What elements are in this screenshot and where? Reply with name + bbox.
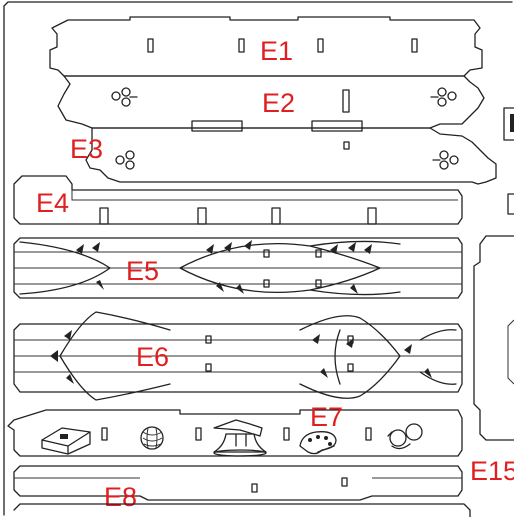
part-e1-slot: [238, 38, 245, 53]
part-e5-guide-line: [14, 251, 462, 285]
part-e3-label: E3: [70, 134, 103, 164]
crate-icon: [41, 427, 91, 455]
part-e3: E3: [70, 127, 497, 185]
part-e7-label: E7: [310, 402, 343, 432]
part-e6: E6: [13, 311, 463, 401]
part-e1-outline: [49, 16, 483, 77]
part-e2-tab: [311, 120, 363, 132]
clover-icon: [111, 87, 138, 107]
part-e7-outline: [7, 409, 463, 457]
part-e4-tab: [367, 207, 377, 225]
part-e3-slot: [343, 141, 350, 150]
clover-icon: [430, 87, 457, 107]
part-e2-outline: [57, 75, 485, 129]
part-e5-slot: [263, 249, 270, 258]
part-e6-slot: [205, 335, 212, 344]
part-e7-slot: [365, 427, 372, 441]
part-e5-slot: [263, 279, 270, 288]
binoculars-icon: [387, 423, 423, 450]
part-e4-inner-line: [71, 190, 458, 201]
part-e4-tab: [99, 207, 109, 225]
part-e1-label: E1: [260, 36, 293, 66]
part-e1-slot: [317, 38, 324, 53]
part-e4-tab: [197, 207, 207, 225]
part-e8-slot: [341, 477, 348, 487]
part-e2-label: E2: [262, 88, 295, 118]
edge-fragment: [510, 114, 514, 132]
part-e7-slot: [101, 427, 108, 441]
part-e1: E1: [49, 16, 483, 77]
part-e4: E4: [13, 175, 463, 225]
part-e6-slot: [347, 335, 354, 344]
part-e7-slot: [283, 427, 290, 441]
yarn-ball-icon: [140, 426, 164, 450]
part-e8: E8: [13, 465, 463, 512]
edge-fragment: [503, 107, 514, 141]
part-e15-label: E15: [470, 456, 514, 486]
part-e4-tab: [271, 207, 281, 225]
part-e5: E5: [13, 237, 463, 299]
bell-icon: [213, 419, 267, 457]
part-e5-slot: [315, 279, 322, 288]
clover-icon: [115, 150, 135, 170]
part-e2: E2: [57, 75, 485, 132]
part-e6-slot: [347, 363, 354, 372]
part-e8-label: E8: [104, 482, 137, 512]
fish-body-icon: [19, 240, 401, 296]
part-e1-slot: [147, 38, 154, 53]
part-e15-inner-line: [507, 319, 514, 385]
edge-fragment: [507, 193, 514, 215]
part-e6-slot: [205, 363, 212, 372]
part-e15: E15: [470, 235, 514, 486]
part-e5-slot: [315, 249, 322, 258]
sheet-border: [3, 1, 513, 516]
part-e3-outline: [85, 127, 497, 185]
part-e4-outline: [13, 175, 463, 225]
part-e2-slot: [342, 89, 350, 113]
part-e7-slot: [195, 427, 202, 441]
palette-icon: [299, 431, 337, 455]
part-e7: E7: [7, 402, 463, 457]
part-e5-label: E5: [126, 256, 159, 286]
part-e6-label: E6: [136, 342, 169, 372]
part-e8-slot: [251, 483, 258, 493]
part-e8-outline: [13, 465, 463, 501]
part-e2-tab: [191, 120, 243, 132]
part-e1-slot: [411, 38, 418, 53]
part-e5-outline: [13, 237, 463, 299]
edge-fragment: [13, 503, 471, 517]
clover-icon: [432, 150, 459, 170]
part-e6-outline: [13, 323, 463, 393]
part-e4-label: E4: [36, 188, 69, 218]
fish-body-icon: [50, 311, 457, 401]
part-e15-outline: [473, 235, 514, 441]
